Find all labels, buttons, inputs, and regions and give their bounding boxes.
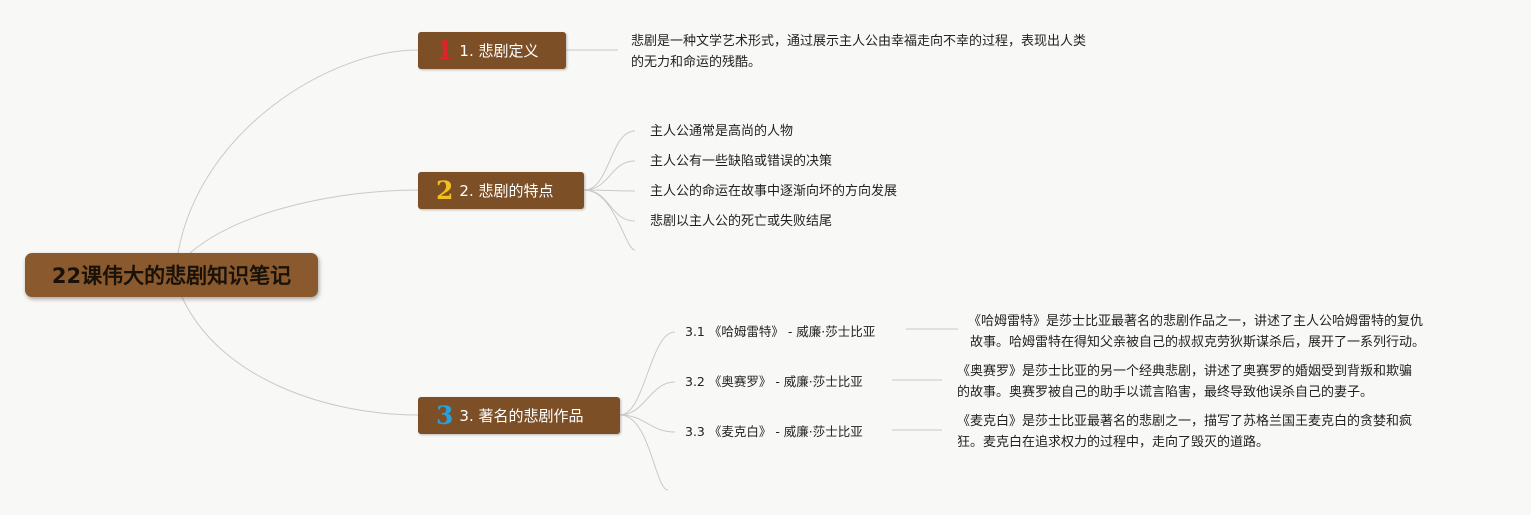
root-topic[interactable]: 22课伟大的悲剧知识笔记 [25,253,318,297]
connector-b3-end [619,414,669,491]
number-one-icon: 1 [436,36,454,65]
work-desc-line: 《奥赛罗》是莎士比亚的另一个经典悲剧，讲述了奥赛罗的婚姻受到背叛和欺骗 [957,364,1413,379]
connector-b3-w1 [619,381,676,416]
branch-works-label: 3. 著名的悲剧作品 [459,407,584,425]
connector-b2-end [583,189,636,251]
connector-b2-f2 [583,189,636,192]
connector-b3-w0 [619,331,676,416]
branch-features[interactable]: 2 2. 悲剧的特点 [418,172,584,209]
work-desc-line: 《麦克白》是莎士比亚最著名的悲剧之一，描写了苏格兰国王麦克白的贪婪和疯 [957,414,1413,429]
branch-definition-label: 1. 悲剧定义 [459,42,539,60]
work-desc-othello[interactable]: 《奥赛罗》是莎士比亚的另一个经典悲剧，讲述了奥赛罗的婚姻受到背叛和欺骗 的故事。… [957,361,1412,403]
feature-item[interactable]: 主人公通常是高尚的人物 [650,124,794,139]
work-title-othello[interactable]: 3.2 《奥赛罗》 - 威廉·莎士比亚 [685,374,863,389]
work-title-hamlet[interactable]: 3.1 《哈姆雷特》 - 威廉·莎士比亚 [685,324,876,339]
connector-root-b3 [181,296,419,416]
number-two-icon: 2 [436,176,454,205]
work-desc-hamlet[interactable]: 《哈姆雷特》是莎士比亚最著名的悲剧作品之一，讲述了主人公哈姆雷特的复仇 故事。哈… [968,311,1425,353]
root-topic-label: 22课伟大的悲剧知识笔记 [51,264,292,288]
definition-line-2: 的无力和命运的残酷。 [631,55,762,70]
feature-item[interactable]: 悲剧以主人公的死亡或失败结尾 [650,214,833,229]
connector-b2-f0 [583,130,636,191]
work-desc-macbeth[interactable]: 《麦克白》是莎士比亚最著名的悲剧之一，描写了苏格兰国王麦克白的贪婪和疯 狂。麦克… [957,411,1412,453]
definition-line-1: 悲剧是一种文学艺术形式，通过展示主人公由幸福走向不幸的过程，表现出人类 [631,34,1087,49]
work-title-macbeth[interactable]: 3.3 《麦克白》 - 威廉·莎士比亚 [685,424,863,439]
branch-works[interactable]: 3 3. 著名的悲剧作品 [418,397,620,434]
work-desc-line: 故事。哈姆雷特在得知父亲被自己的叔叔克劳狄斯谋杀后，展开了一系列行动。 [970,335,1426,350]
connector-root-b2 [189,189,419,254]
work-desc-line: 狂。麦克白在追求权力的过程中，走向了毁灭的道路。 [957,435,1270,450]
branch-features-label: 2. 悲剧的特点 [459,182,554,200]
branch-definition[interactable]: 1 1. 悲剧定义 [418,32,566,69]
number-three-icon: 3 [436,401,454,430]
work-desc-line: 《哈姆雷特》是莎士比亚最著名的悲剧作品之一，讲述了主人公哈姆雷特的复仇 [968,314,1424,329]
work-desc-line: 的故事。奥赛罗被自己的助手以谎言陷害，最终导致他误杀自己的妻子。 [957,385,1374,400]
feature-item[interactable]: 主人公有一些缺陷或错误的决策 [650,154,833,169]
feature-item[interactable]: 主人公的命运在故事中逐渐向坏的方向发展 [650,184,898,199]
connector-b3-w2 [619,414,676,433]
connector-b2-f3 [583,189,636,222]
definition-text[interactable]: 悲剧是一种文学艺术形式，通过展示主人公由幸福走向不幸的过程，表现出人类 的无力和… [631,31,1086,73]
connector-root-b1 [177,49,419,254]
connector-b2-f1 [583,160,636,191]
